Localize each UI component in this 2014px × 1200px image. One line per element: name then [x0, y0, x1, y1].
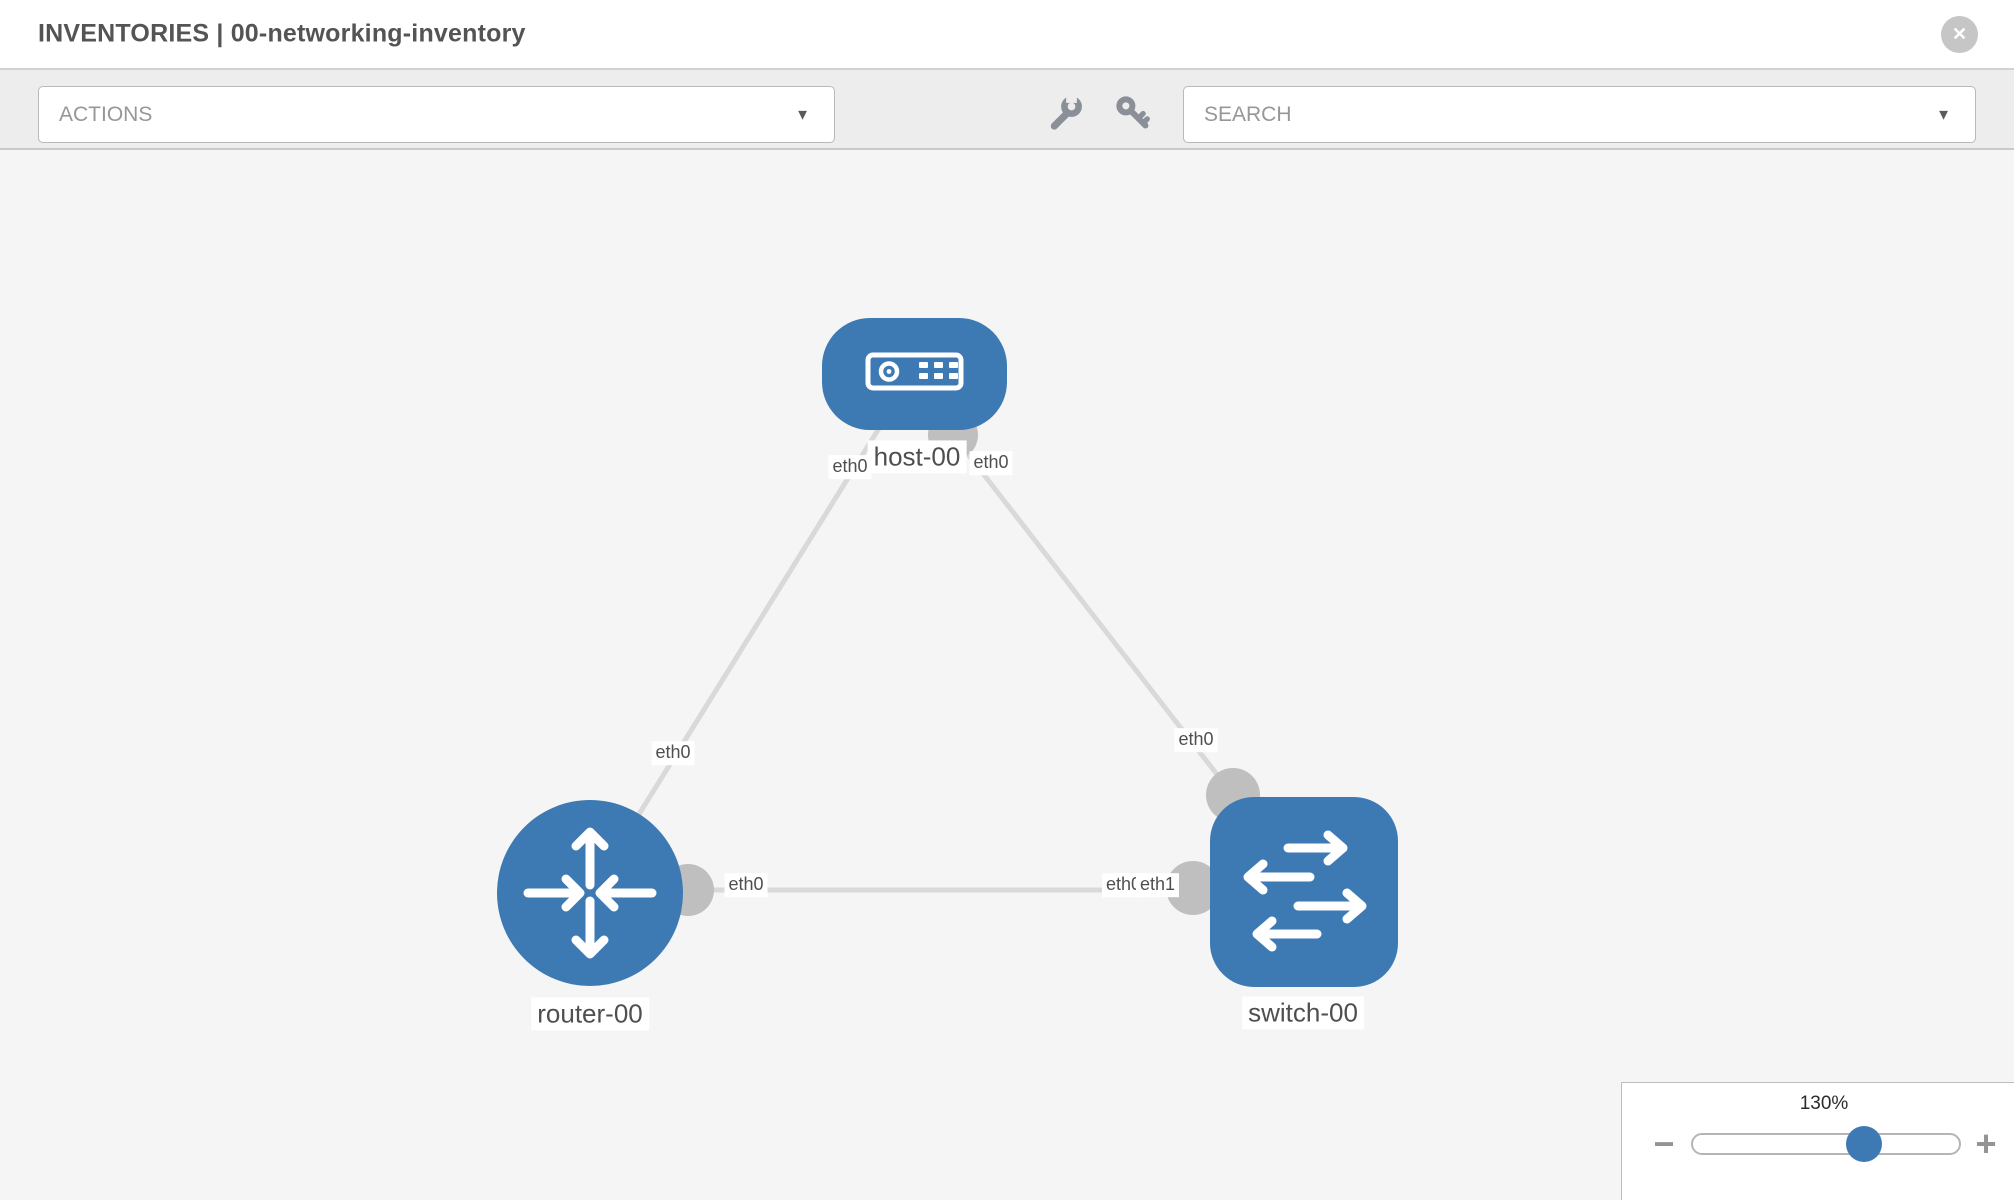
zoom-panel: 130% − + — [1621, 1082, 2014, 1200]
chevron-down-icon: ▼ — [1936, 106, 1951, 123]
close-button[interactable]: ✕ — [1941, 16, 1978, 53]
iface-label-router-right: eth0 — [724, 873, 768, 897]
header: INVENTORIES | 00-networking-inventory ✕ — [0, 0, 2014, 70]
topology-canvas[interactable]: eth0 eth0 eth0 eth0 eth0 eth0 eth1 host-… — [0, 150, 2014, 1200]
node-switch-00[interactable] — [1210, 797, 1398, 987]
zoom-level: 130% — [1799, 1093, 1849, 1114]
actions-dropdown[interactable]: ACTIONS ▼ — [38, 86, 835, 143]
iface-label-switch-left-back: eth0 — [1102, 873, 1146, 897]
iface-label-host-left: eth0 — [828, 455, 872, 479]
node-host-00[interactable] — [822, 318, 1007, 430]
router-icon — [523, 827, 657, 959]
node-label-router: router-00 — [531, 997, 649, 1031]
zoom-out-button[interactable]: − — [1653, 1123, 1675, 1164]
iface-label-router-top: eth0 — [651, 741, 695, 765]
search-placeholder: SEARCH — [1204, 102, 1292, 126]
close-icon: ✕ — [1951, 24, 1968, 44]
switch-icon — [1243, 830, 1367, 952]
iface-label-host-right: eth0 — [969, 451, 1013, 475]
topology-svg — [497, 318, 1398, 987]
connector-switch-left — [1166, 861, 1220, 915]
zoom-in-button[interactable]: + — [1975, 1123, 1997, 1164]
node-label-switch: switch-00 — [1242, 996, 1364, 1030]
zoom-slider[interactable] — [1691, 1133, 1961, 1155]
chevron-down-icon: ▼ — [795, 106, 810, 123]
actions-dropdown-label: ACTIONS — [59, 102, 153, 126]
wrench-icon[interactable] — [1046, 94, 1084, 132]
zoom-slider-knob[interactable] — [1846, 1126, 1882, 1162]
search-dropdown[interactable]: SEARCH ▼ — [1183, 86, 1976, 143]
node-router-00[interactable] — [497, 800, 683, 986]
toolbar: ACTIONS ▼ SEARCH ▼ — [0, 70, 2014, 150]
node-label-host: host-00 — [867, 440, 967, 474]
iface-label-switch-top: eth0 — [1174, 728, 1218, 752]
key-icon[interactable] — [1114, 94, 1152, 132]
host-icon — [865, 352, 964, 391]
page-title: INVENTORIES | 00-networking-inventory — [38, 19, 526, 48]
link-connectors — [662, 410, 1260, 916]
iface-label-switch-left: eth1 — [1136, 873, 1180, 897]
